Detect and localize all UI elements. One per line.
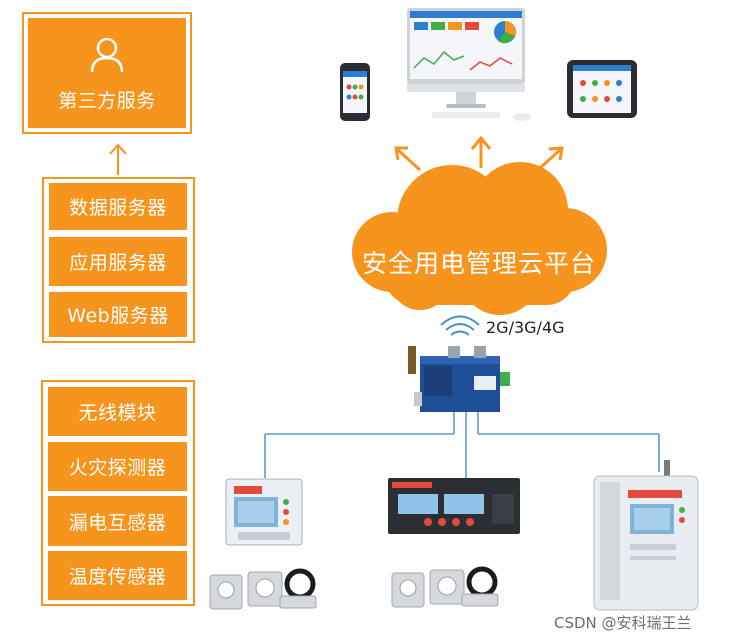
server-web-label: Web服务器: [67, 305, 169, 327]
connection-lines: [264, 412, 660, 478]
third-party-label: 第三方服务: [58, 90, 156, 112]
server-app: 应用服务器: [49, 237, 187, 286]
current-transformers-1: [209, 568, 317, 610]
device-leakage-ct: 漏电互感器: [48, 496, 187, 546]
device-wireless-label: 无线模块: [78, 402, 157, 424]
device-wireless: 无线模块: [48, 387, 187, 436]
meter-device-2: [388, 478, 520, 534]
current-transformers-2: [391, 566, 499, 608]
device-fire-detector-label: 火灾探测器: [68, 457, 167, 479]
device-fire-detector: 火灾探测器: [48, 442, 187, 491]
device-temp-sensor: 温度传感器: [48, 551, 187, 600]
device-group-frame: [41, 380, 195, 606]
server-data-label: 数据服务器: [69, 197, 167, 219]
server-web: Web服务器: [49, 292, 187, 337]
cloud-shape: [352, 162, 607, 315]
server-data: 数据服务器: [49, 183, 187, 230]
cloud-arrows: [394, 135, 564, 172]
enclosure-device: [593, 460, 699, 611]
third-party-frame: [22, 12, 192, 134]
user-icon: [90, 37, 124, 73]
server-group-frame: [42, 177, 195, 343]
wifi-signal-icon: [440, 315, 480, 336]
monitor-icon: [407, 8, 531, 121]
network-label: 2G/3G/4G: [486, 318, 565, 337]
tablet-icon: [567, 60, 637, 118]
server-app-label: 应用服务器: [69, 252, 167, 274]
meter-device-1: [225, 478, 303, 546]
up-arrow-icon: [109, 143, 127, 175]
device-temp-sensor-label: 温度传感器: [68, 566, 167, 588]
phone-icon: [340, 63, 370, 121]
gateway-device: [408, 346, 510, 412]
device-leakage-ct-label: 漏电互感器: [68, 511, 167, 534]
cloud-label: 安全用电管理云平台: [362, 249, 597, 278]
third-party-box: 第三方服务: [28, 18, 186, 128]
watermark: CSDN @安科瑞王兰: [554, 614, 692, 632]
